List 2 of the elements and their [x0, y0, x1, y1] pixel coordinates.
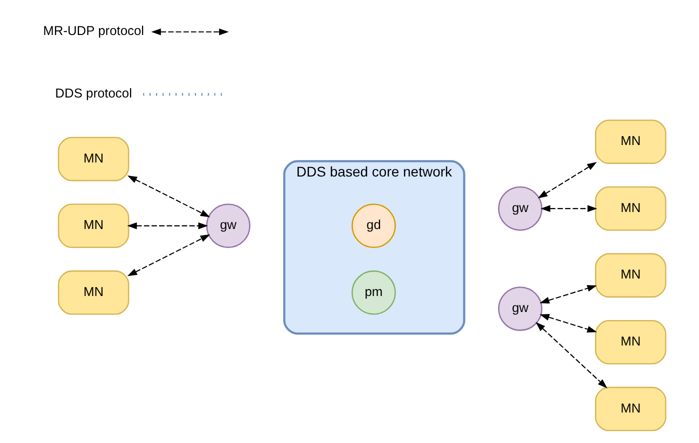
legend-label: MR-UDP protocol	[42, 23, 144, 38]
legend-label: DDS protocol	[54, 86, 132, 101]
